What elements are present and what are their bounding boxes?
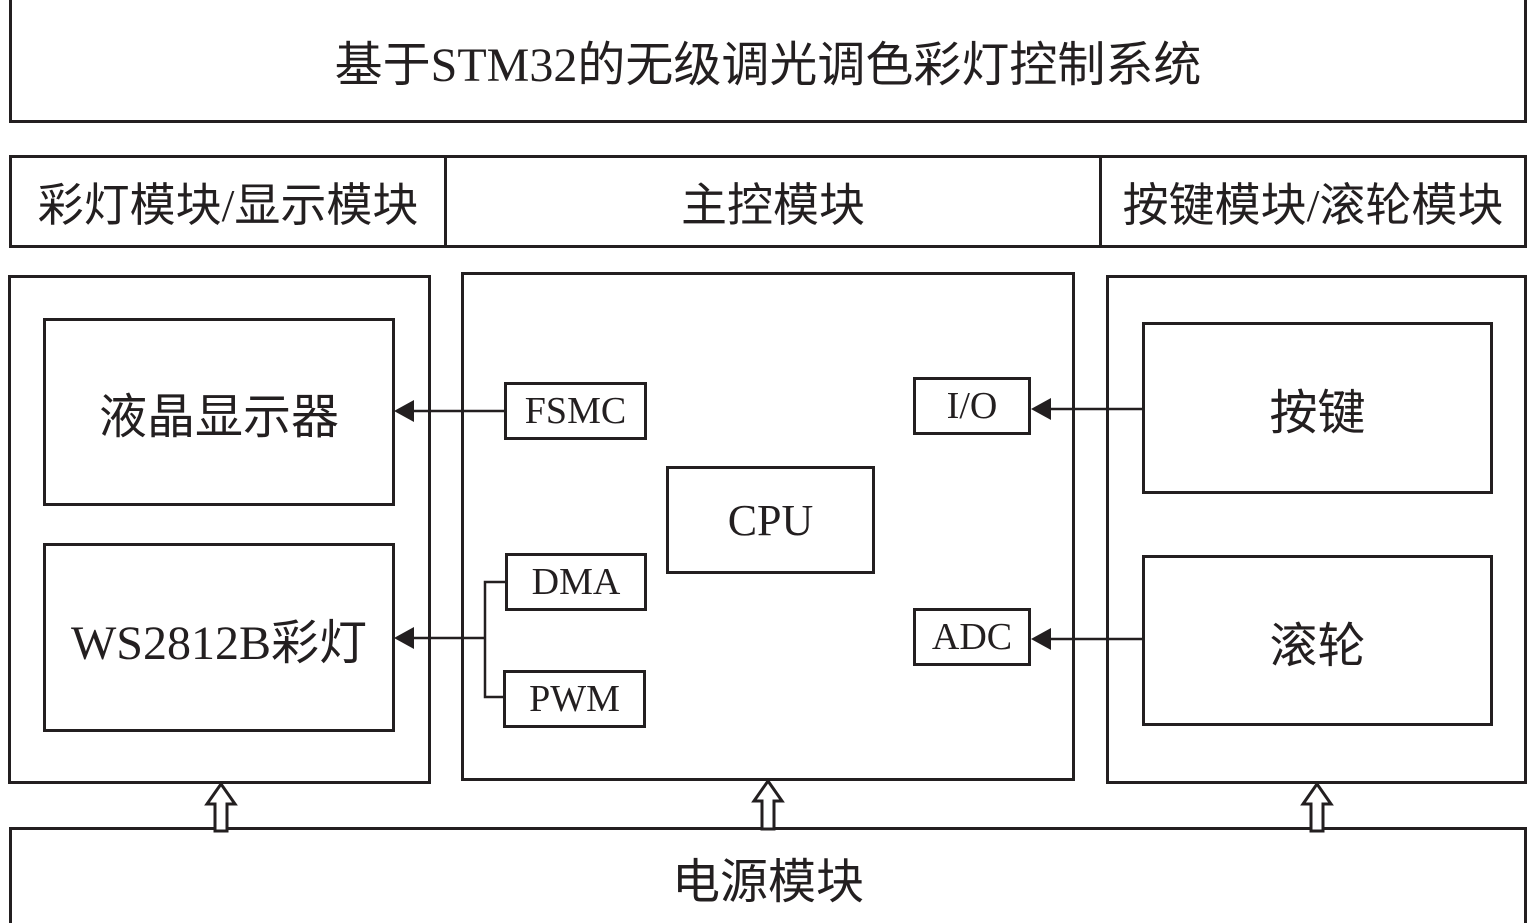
key-block: 按键: [1142, 322, 1493, 494]
power-module-block: 电源模块: [9, 827, 1527, 923]
arrowhead-led: [394, 627, 414, 649]
power-arrow-left: [204, 781, 238, 833]
arrowhead-adc: [1031, 628, 1051, 650]
arrowhead-io: [1031, 398, 1051, 420]
diagram-title: 基于STM32的无级调光调色彩灯控制系统: [9, 0, 1527, 123]
layer-label-right: 按键模块/滚轮模块: [1122, 179, 1504, 231]
layer-label-left: 彩灯模块/显示模块: [12, 158, 447, 245]
fsmc-block: FSMC: [504, 382, 647, 440]
arrowhead-lcd: [394, 400, 414, 422]
cpu-block: CPU: [666, 466, 875, 574]
io-block: I/O: [913, 377, 1031, 435]
dma-bracket-line: [483, 580, 505, 699]
wheel-block: 滚轮: [1142, 555, 1493, 726]
ws2812b-led-block: WS2812B彩灯: [43, 543, 395, 732]
dma-block: DMA: [505, 553, 647, 611]
power-arrow-right: [1300, 781, 1334, 833]
layer-header-row: 彩灯模块/显示模块 主控模块 按键模块/滚轮模块: [9, 155, 1527, 248]
adc-block: ADC: [913, 608, 1031, 666]
lcd-display-block: 液晶显示器: [43, 318, 395, 506]
pwm-block: PWM: [503, 670, 646, 728]
power-arrow-center: [751, 778, 785, 831]
layer-label-center: 主控模块: [447, 158, 1102, 245]
